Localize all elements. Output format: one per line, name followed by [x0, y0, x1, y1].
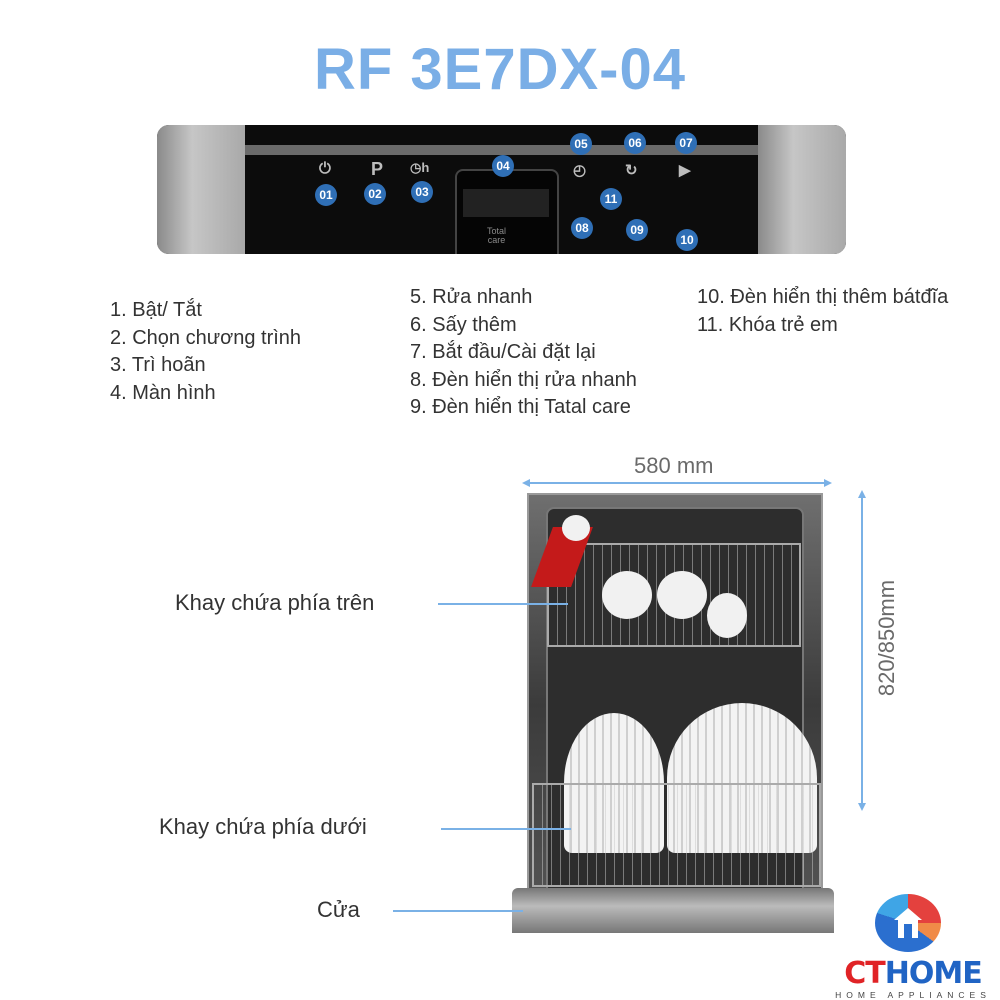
- display-lcd: [463, 189, 549, 217]
- cup: [707, 593, 747, 638]
- badge-06: 06: [624, 132, 646, 154]
- legend-column-1: 1. Bật/ Tắt 2. Chọn chương trình 3. Trì …: [110, 297, 301, 407]
- total-care-label: Total care: [487, 226, 507, 245]
- legend-item: 5. Rửa nhanh: [410, 286, 533, 308]
- width-dimension-label: 580 mm: [634, 453, 714, 478]
- legend-item: 6. Sấy thêm: [410, 313, 517, 336]
- control-panel-image: ⏻ P ◷h ◴ ↻ ▶ Total care 01 02 03 04 05 0…: [157, 125, 846, 254]
- height-dimension-line: [861, 496, 863, 804]
- callout-line-upper-rack: [438, 603, 568, 605]
- dishwasher-image: [512, 493, 834, 933]
- start-reset-icon: ▶: [679, 162, 691, 179]
- logo-tagline: HOME APPLIANCES: [835, 990, 991, 1000]
- lower-rack: [532, 783, 821, 887]
- logo-brand-text: CTHOME: [844, 956, 982, 991]
- model-title: RF 3E7DX-04: [313, 37, 687, 102]
- delay-clock-icon: ◷h: [410, 160, 430, 175]
- legend-item: 3. Trì hoãn: [110, 354, 206, 376]
- legend-item: 4. Màn hình: [110, 381, 216, 404]
- panel-strip: [245, 145, 758, 155]
- height-dimension-label: 820/850mm: [874, 579, 899, 697]
- badge-11: 11: [600, 188, 622, 210]
- quick-wash-icon: ◴: [573, 162, 587, 179]
- legend-item: 7. Bắt đầu/Cài đặt lại: [410, 341, 596, 363]
- power-icon: ⏻: [319, 160, 331, 177]
- legend-item: 8. Đèn hiển thị rửa nhanh: [410, 368, 637, 391]
- display-screen: Total care: [455, 169, 559, 254]
- callout-line-door: [393, 910, 523, 912]
- badge-03: 03: [411, 181, 433, 203]
- program-icon: P: [371, 159, 384, 179]
- cup: [562, 515, 590, 541]
- badge-10: 10: [676, 229, 698, 251]
- house-icon: [894, 908, 922, 938]
- badge-04: 04: [492, 155, 514, 177]
- arrow-down-icon: [858, 803, 866, 811]
- badge-07: 07: [675, 132, 697, 154]
- legend-item: 10. Đèn hiển thị thêm bátđĩa: [697, 286, 949, 308]
- arrow-up-icon: [858, 490, 866, 498]
- arrow-right-icon: [824, 479, 832, 487]
- badge-02: 02: [364, 183, 386, 205]
- badge-05: 05: [570, 133, 592, 155]
- extra-dry-icon: ↻: [625, 162, 638, 179]
- dishwasher-door: [512, 888, 834, 933]
- callout-upper-rack: Khay chứa phía trên: [175, 590, 375, 615]
- panel-side-right: [758, 125, 846, 254]
- cthome-logo: CTHOME HOME APPLIANCES: [826, 888, 1000, 1000]
- width-dimension-line: [528, 482, 826, 484]
- callout-door: Cửa: [317, 897, 360, 922]
- legend-column-3: 10. Đèn hiển thị thêm bátđĩa 11. Khóa tr…: [697, 284, 948, 339]
- callout-line-lower-rack: [441, 828, 571, 830]
- legend-column-2: 5. Rửa nhanh 6. Sấy thêm 7. Bắt đầu/Cài …: [410, 284, 637, 422]
- legend-item: 1. Bật/ Tắt: [110, 299, 202, 321]
- badge-09: 09: [626, 219, 648, 241]
- upper-rack: [547, 543, 801, 647]
- legend-item: 11. Khóa trẻ em: [697, 313, 838, 336]
- bowl: [602, 571, 652, 619]
- bowl: [657, 571, 707, 619]
- legend-item: 9. Đèn hiển thị Tatal care: [410, 396, 631, 418]
- panel-side-left: [157, 125, 245, 254]
- badge-08: 08: [571, 217, 593, 239]
- arrow-left-icon: [522, 479, 530, 487]
- legend-item: 2. Chọn chương trình: [110, 326, 302, 349]
- badge-01: 01: [315, 184, 337, 206]
- callout-lower-rack: Khay chứa phía dưới: [159, 814, 367, 839]
